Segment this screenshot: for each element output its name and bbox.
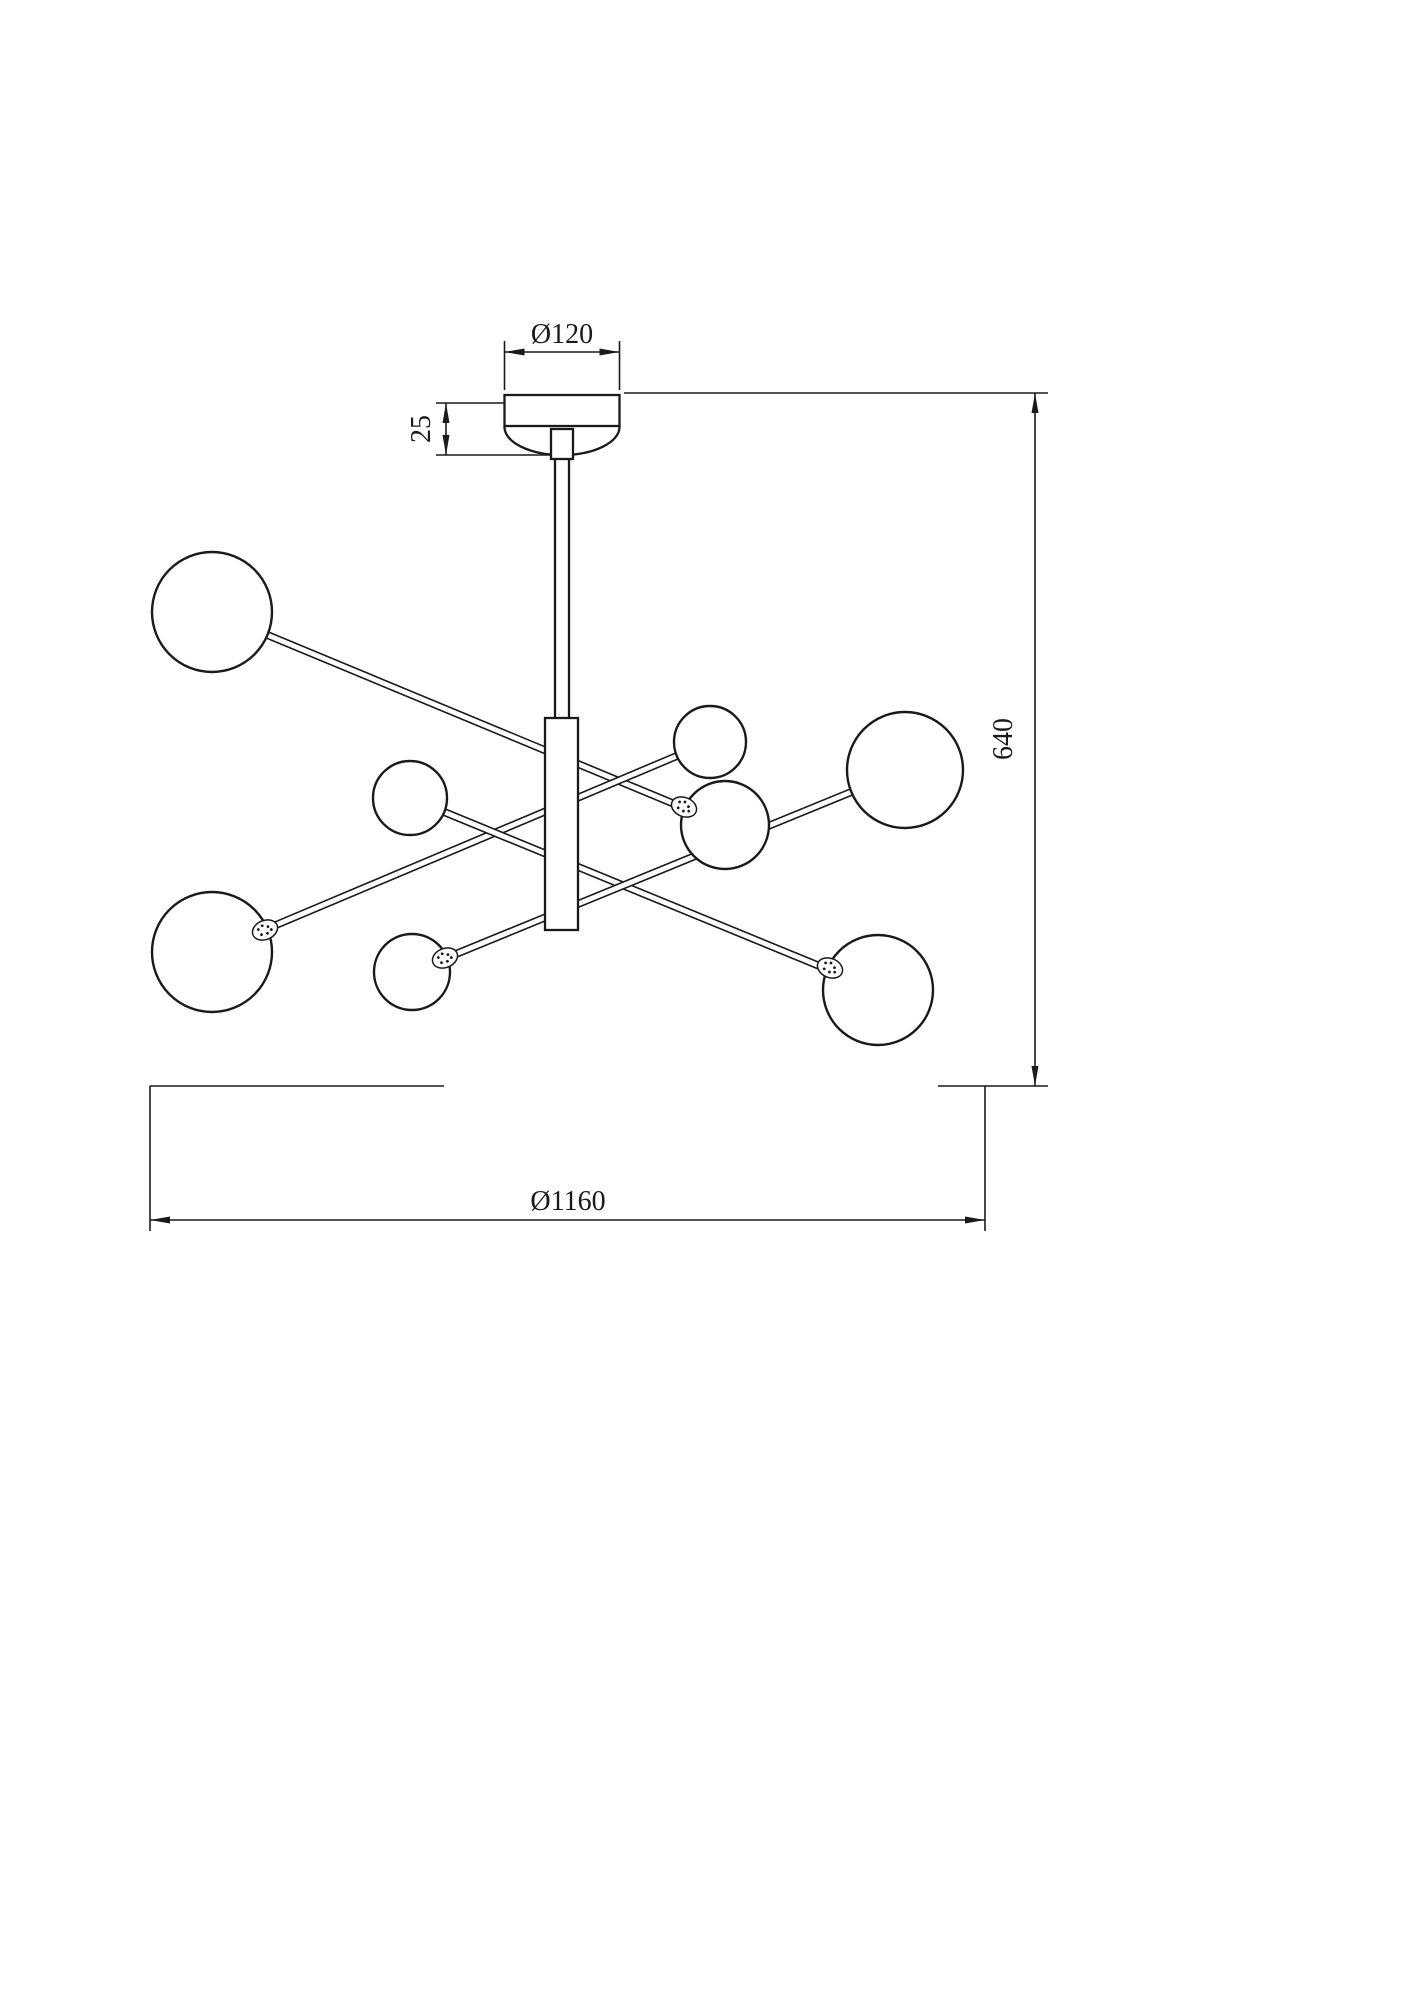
hanging-stem — [553, 448, 571, 724]
dim-canopy-height: 25 — [406, 402, 551, 456]
overall-height-label: 640 — [988, 718, 1019, 760]
socket-plate-mid-right — [670, 796, 698, 818]
ceiling-canopy — [503, 393, 621, 457]
arm-top-left-to-mid-right — [210, 608, 727, 829]
central-column — [543, 716, 580, 932]
canopy-height-label: 25 — [406, 415, 437, 443]
globe-mid-left — [371, 759, 449, 837]
globe-bottom-center — [372, 932, 452, 1012]
globe-top-center — [672, 704, 748, 780]
globe-right — [845, 710, 965, 830]
arm-bottom-left-to-top-center — [210, 738, 712, 956]
globe-mid-right — [679, 779, 771, 871]
canopy-body — [503, 393, 621, 428]
socket-plate-bottom-right — [816, 957, 844, 979]
dim-canopy-diameter: Ø120 — [503, 319, 621, 390]
stem-holder — [549, 427, 575, 461]
socket-plate-bottom-left — [251, 919, 279, 941]
canopy-diameter-label: Ø120 — [531, 319, 593, 350]
globe-bottom-left — [150, 890, 274, 1014]
socket-plate-bottom-center — [431, 947, 459, 969]
dim-overall-diameter: Ø1160 — [149, 1085, 986, 1231]
globe-top-left — [150, 550, 274, 674]
overall-diameter-label: Ø1160 — [530, 1186, 605, 1217]
arm-mid-left-to-bottom-right — [408, 794, 880, 994]
globe-bottom-right — [821, 933, 935, 1047]
arm-bottom-center-to-right — [410, 766, 907, 976]
dim-overall-height: 640 — [624, 392, 1048, 1087]
